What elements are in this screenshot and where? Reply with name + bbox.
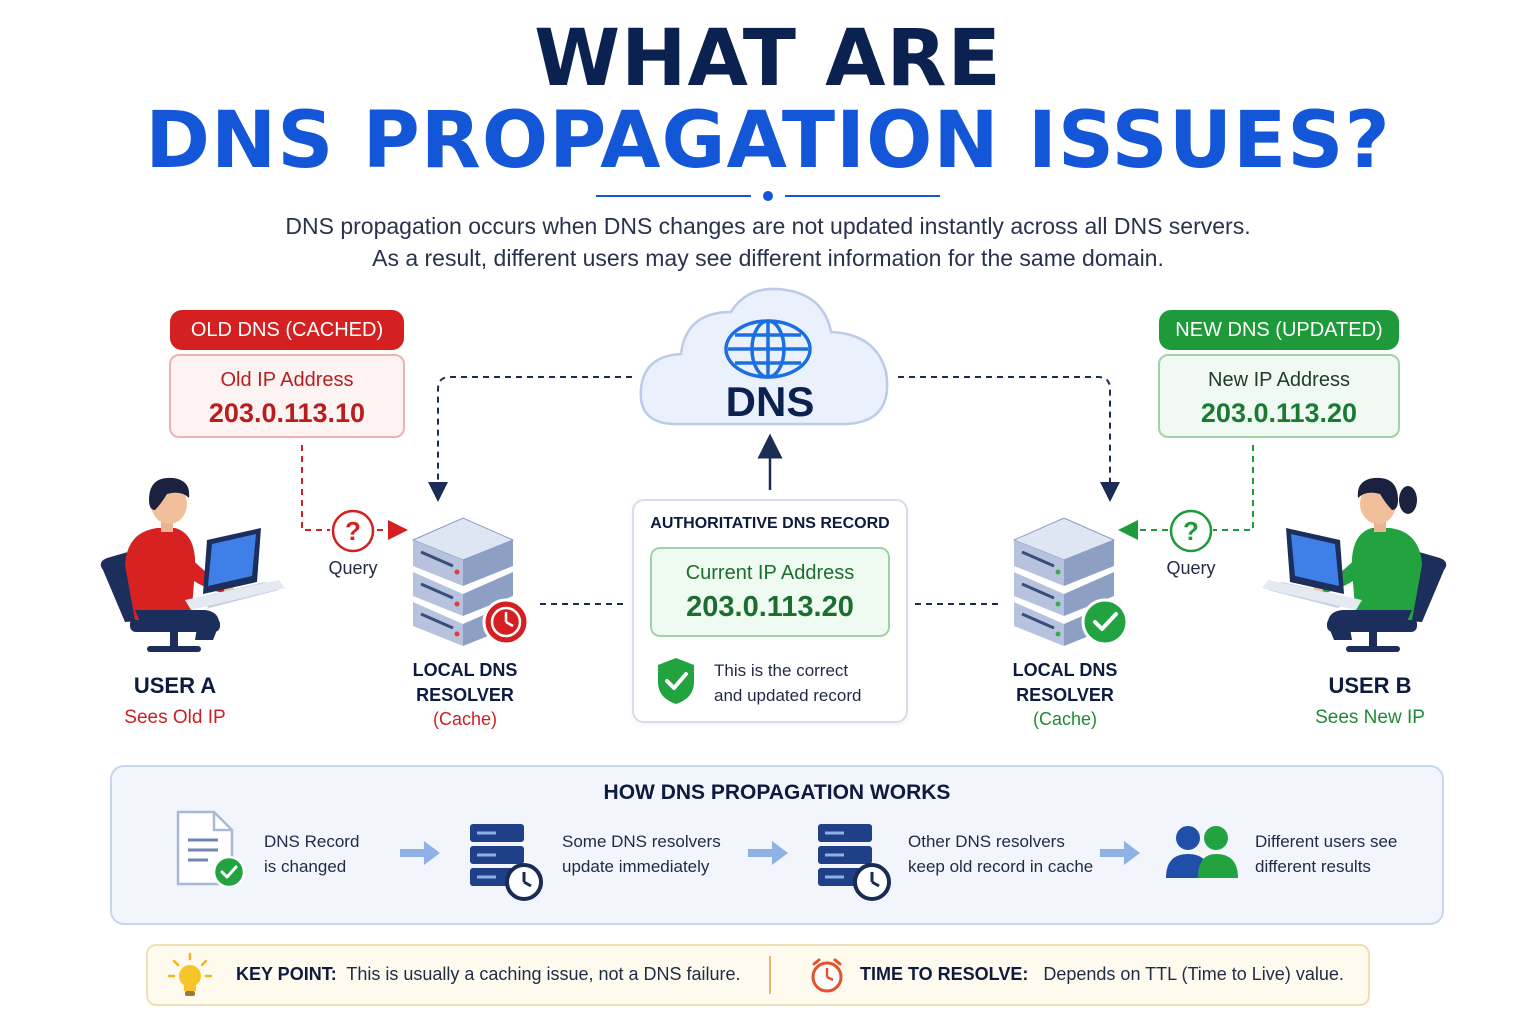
authoritative-ip-label: Current IP Address <box>685 562 855 584</box>
question-icon: ? <box>331 509 375 553</box>
subtitle-line1: DNS propagation occurs when DNS changes … <box>285 213 1251 239</box>
arrow-right-icon <box>400 841 440 865</box>
old-ip-label: Old IP Address <box>220 369 354 391</box>
time-to-resolve-text: TIME TO RESOLVE: Depends on TTL (Time to… <box>860 964 1344 985</box>
authoritative-note: This is the correct and updated record <box>714 658 904 708</box>
arrow-right-icon <box>1100 841 1140 865</box>
time-to-resolve-body: Depends on TTL (Time to Live) value. <box>1043 964 1344 984</box>
svg-text:?: ? <box>1183 516 1199 546</box>
how-step-2-line1: Some DNS resolvers <box>562 832 721 851</box>
authoritative-title: AUTHORITATIVE DNS RECORD <box>650 515 890 532</box>
new-dns-badge: NEW DNS (UPDATED) <box>1159 310 1399 350</box>
old-ip-box: Old IP Address 203.0.113.10 <box>169 354 405 438</box>
query-label-right: Query <box>1166 558 1216 578</box>
authoritative-ip-box: Current IP Address 203.0.113.20 <box>650 547 890 637</box>
how-step-1-line2: is changed <box>264 857 347 876</box>
question-icon: ? <box>1169 509 1213 553</box>
old-dns-badge: OLD DNS (CACHED) <box>170 310 404 350</box>
how-step-1-line1: DNS Record <box>264 832 360 851</box>
resolver-left-cache: (Cache) <box>432 709 498 729</box>
how-step-4-line1: Different users see <box>1255 832 1398 851</box>
how-step-2-line2: update immediately <box>562 857 710 876</box>
query-label-left: Query <box>328 558 378 578</box>
page-title-line2: DNS PROPAGATION ISSUES? <box>145 96 1391 186</box>
arrow-right-icon <box>748 841 788 865</box>
key-point-label: KEY POINT: <box>236 964 337 984</box>
dns-cloud-icon <box>639 287 889 426</box>
how-step-3-text: Other DNS resolvers keep old record in c… <box>908 829 1108 879</box>
new-ip-box: New IP Address 203.0.113.20 <box>1158 354 1400 438</box>
server-clock-icon <box>818 824 891 901</box>
key-point-bar <box>146 944 1370 1006</box>
server-clock-icon <box>470 824 543 901</box>
key-point-text: KEY POINT: This is usually a caching iss… <box>236 964 741 985</box>
document-check-icon <box>176 810 246 889</box>
how-step-3-line2: keep old record in cache <box>908 857 1094 876</box>
user-a-status: Sees Old IP <box>124 707 226 728</box>
user-b-name: USER B <box>1328 673 1412 698</box>
resolver-right-line2: RESOLVER <box>1016 685 1114 705</box>
key-point-body: This is usually a caching issue, not a D… <box>346 964 741 984</box>
page-title-line1: WHAT ARE <box>534 14 1002 104</box>
dns-cloud-label: DNS <box>725 378 815 425</box>
resolver-right-line1: LOCAL DNS <box>1012 660 1118 680</box>
user-a-name: USER A <box>133 673 217 698</box>
users-icon <box>1166 826 1238 878</box>
authoritative-ip-value: 203.0.113.20 <box>686 591 854 623</box>
svg-text:?: ? <box>345 516 361 546</box>
user-a-illustration <box>100 477 285 652</box>
how-step-3-line1: Other DNS resolvers <box>908 832 1065 851</box>
how-it-works-title: HOW DNS PROPAGATION WORKS <box>603 781 951 804</box>
server-check-icon-right <box>1012 517 1129 646</box>
new-ip-value: 203.0.113.20 <box>1200 398 1358 428</box>
authoritative-note-line2: and updated record <box>714 686 862 705</box>
old-ip-value: 203.0.113.10 <box>208 398 366 428</box>
how-step-4-line2: different results <box>1255 857 1371 876</box>
lightbulb-icon <box>168 952 212 996</box>
key-point-divider <box>769 956 771 994</box>
how-step-1-text: DNS Record is changed <box>264 829 424 879</box>
user-b-status: Sees New IP <box>1315 707 1425 728</box>
server-clock-icon-left <box>411 517 530 646</box>
title-divider <box>596 191 940 201</box>
time-to-resolve-label: TIME TO RESOLVE: <box>860 964 1029 984</box>
subtitle-line2: As a result, different users may see dif… <box>372 245 1164 271</box>
how-step-4-text: Different users see different results <box>1255 829 1425 879</box>
how-step-2-text: Some DNS resolvers update immediately <box>562 829 742 879</box>
globe-icon <box>724 319 812 379</box>
resolver-left-line2: RESOLVER <box>416 685 514 705</box>
shield-check-icon <box>658 658 694 704</box>
resolver-right-cache: (Cache) <box>1032 709 1098 729</box>
user-b-illustration <box>1262 477 1447 652</box>
timer-icon <box>811 958 843 993</box>
authoritative-note-line1: This is the correct <box>714 661 849 680</box>
new-ip-label: New IP Address <box>1208 369 1350 391</box>
resolver-left-line1: LOCAL DNS <box>412 660 518 680</box>
